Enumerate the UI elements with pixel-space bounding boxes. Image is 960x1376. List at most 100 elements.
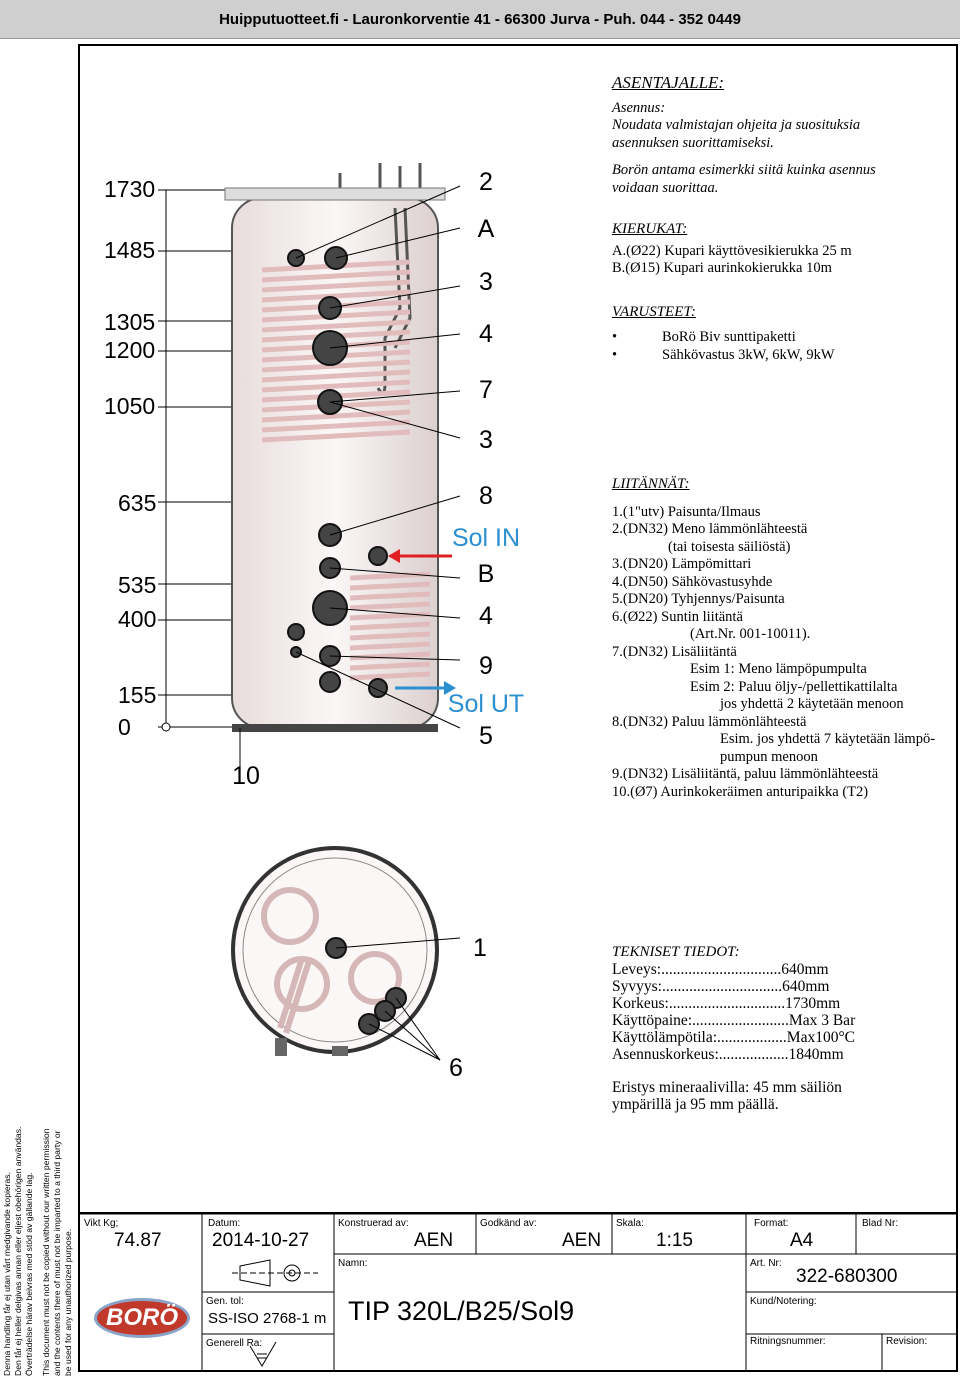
liitanta-line: 10.(Ø7) Aurinkokeräimen anturipaikka (T2…: [612, 783, 869, 800]
installer-title: ASENTAJALLE:: [612, 73, 725, 92]
liitanta-line: 8.(DN32) Paluu lämmönlähteestä: [612, 713, 807, 730]
asennus-title: Asennus:: [612, 99, 666, 116]
connection-label: 2: [479, 168, 493, 196]
dim-label: 535: [118, 572, 157, 598]
dim-label: 1730: [104, 176, 156, 202]
artnr-label: Art. Nr:: [750, 1258, 782, 1269]
dim-label: 1305: [104, 309, 156, 335]
godkand-label: Godkänd av:: [480, 1218, 537, 1229]
liitanta-line: (tai toisesta säiliöstä): [668, 538, 791, 555]
kierukat-title: KIERUKAT:: [612, 221, 688, 237]
rev-label: Revision:: [886, 1336, 928, 1347]
boro-text: Borön antama esimerkki siitä kuinka asen…: [612, 162, 876, 178]
varusteet-item: •BoRö Biv sunttipaketti: [612, 329, 796, 345]
datum-value: 2014-10-27: [212, 1230, 310, 1251]
dim-label: 0: [118, 714, 131, 740]
liitanta-line: 9.(DN32) Lisäliitäntä, paluu lämmönlähte…: [612, 766, 879, 782]
vikt-value: 74.87: [114, 1230, 162, 1251]
spec-line: Leveys:...............................64…: [612, 961, 829, 978]
kierukat-line: B.(Ø15) Kupari aurinkokierukka 10m: [612, 260, 832, 276]
spec-line: Syvyys:...............................64…: [612, 978, 830, 995]
vikt-label: Vikt Kg;: [84, 1218, 119, 1229]
page-header: Huipputuotteet.fi - Lauronkorventie 41 -…: [0, 0, 960, 39]
connections-list: LIITÄNNÄT: 1.(1"utv) Paisunta/Ilmaus 2.(…: [612, 476, 952, 801]
tekniset-title: TEKNISET TIEDOT:: [612, 944, 740, 960]
boro-logo: BORÖ: [94, 1298, 190, 1338]
connection-label: 5: [479, 722, 493, 750]
connection-label: 8: [479, 482, 493, 510]
datum-label: Datum:: [208, 1218, 241, 1229]
asennus-text: asennuksen suorittamiseksi.: [612, 134, 774, 151]
connection-label: A: [477, 215, 495, 243]
liitanta-line: (Art.Nr. 001-10011).: [690, 626, 811, 642]
topview-label-6: 6: [449, 1054, 463, 1082]
spec-line: Korkeus:..............................17…: [612, 995, 841, 1012]
liitanta-line: Esim. jos yhdettä 7 käytetään lämpö-: [720, 731, 936, 747]
gentol-label: Gen. tol:: [206, 1296, 244, 1307]
ritn-label: Ritningsnummer:: [750, 1336, 826, 1347]
liitanta-line: 3.(DN20) Lämpömittari: [612, 556, 752, 572]
spec-line: Asennuskorkeus:..................1840mm: [612, 1046, 844, 1063]
connection-label: 3: [479, 426, 493, 454]
sol-ut-label: Sol UT: [447, 690, 525, 718]
gentol-value: SS-ISO 2768-1 m: [208, 1310, 327, 1327]
spec-line: Käyttöpaine:.........................Max…: [612, 1012, 856, 1029]
konstr-label: Konstruerad av:: [338, 1218, 409, 1229]
tank-side-view: [158, 163, 461, 768]
dim-label: 1200: [104, 337, 156, 363]
connection-label: 9: [479, 652, 493, 680]
kund-label: Kund/Notering:: [750, 1296, 817, 1307]
dim-label: 400: [118, 606, 157, 632]
installer-notes: ASENTAJALLE: Asennus: Noudata valmistaja…: [612, 74, 952, 364]
connection-label: 3: [479, 268, 493, 296]
liitannat-title: LIITÄNNÄT:: [612, 476, 690, 492]
konstr-value: AEN: [414, 1230, 454, 1251]
insulation-note: ympärillä ja 95 mm päällä.: [612, 1096, 779, 1113]
sol-in-label: Sol IN: [451, 524, 521, 552]
namn-label: Namn:: [338, 1258, 368, 1269]
liitanta-line: jos yhdettä 2 käytetään menoon: [720, 696, 904, 712]
boro-text: voidaan suorittaa.: [612, 179, 719, 196]
liitanta-line: 5.(DN20) Tyhjennys/Paisunta: [612, 591, 785, 607]
connection-label: 10: [232, 762, 260, 790]
skala-value: 1:15: [656, 1230, 693, 1251]
drawing-frame: [78, 44, 958, 1372]
asennus-text: Noudata valmistajan ohjeita ja suosituks…: [612, 117, 861, 133]
liitanta-line: 2.(DN32) Meno lämmönlähteestä: [612, 521, 808, 537]
kierukat-line: A.(Ø22) Kupari käyttövesikierukka 25 m: [612, 242, 852, 259]
format-label: Format:: [754, 1218, 789, 1229]
connection-label: 4: [479, 602, 493, 630]
surface-roughness-icon: [249, 1341, 277, 1367]
format-value: A4: [790, 1230, 814, 1251]
varusteet-item: •Sähkövastus 3kW, 6kW, 9kW: [612, 346, 835, 363]
projection-symbol-icon: [232, 1259, 318, 1287]
connection-label: 7: [479, 376, 493, 404]
generell-label: Generell Ra:: [206, 1338, 263, 1349]
dim-label: 1050: [104, 393, 156, 419]
connection-label: B: [477, 560, 495, 588]
artnr-value: 322-680300: [796, 1266, 898, 1287]
insulation-note: Eristys mineraalivilla: 45 mm säiliön: [612, 1079, 842, 1096]
spec-line: Käyttölämpötila:..................Max100…: [612, 1029, 855, 1046]
drawing-name: TIP 320L/B25/Sol9: [348, 1296, 575, 1326]
liitanta-line: 6.(Ø22) Suntin liitäntä: [612, 608, 743, 625]
liitanta-line: 7.(DN32) Lisäliitäntä: [612, 643, 737, 660]
liitanta-line: Esim 1: Meno lämpöpumpulta: [690, 661, 867, 677]
technical-data: TEKNISET TIEDOT: Leveys:................…: [612, 944, 952, 1113]
dim-label: 155: [118, 682, 157, 708]
connection-label: 4: [479, 320, 493, 348]
blad-label: Blad Nr:: [862, 1218, 899, 1229]
dim-label: 635: [118, 490, 157, 516]
varusteet-title: VARUSTEET:: [612, 303, 696, 320]
skala-label: Skala:: [616, 1218, 644, 1229]
liitanta-line: Esim 2: Paluu öljy-/pellettikattilalta: [690, 678, 898, 695]
topview-label-1: 1: [473, 934, 487, 962]
copyright-notice: Denna handling får ej utan vårt medgivan…: [2, 1126, 73, 1376]
dim-label: 1485: [104, 237, 156, 263]
liitanta-line: 4.(DN50) Sähkövastusyhde: [612, 573, 773, 590]
liitanta-line: pumpun menoon: [720, 748, 818, 765]
godkand-value: AEN: [562, 1230, 602, 1251]
liitanta-line: 1.(1"utv) Paisunta/Ilmaus: [612, 503, 761, 520]
title-block: Vikt Kg; 74.87 Datum: 2014-10-27 Konstru…: [80, 1212, 956, 1372]
tank-top-view: [231, 846, 461, 1061]
